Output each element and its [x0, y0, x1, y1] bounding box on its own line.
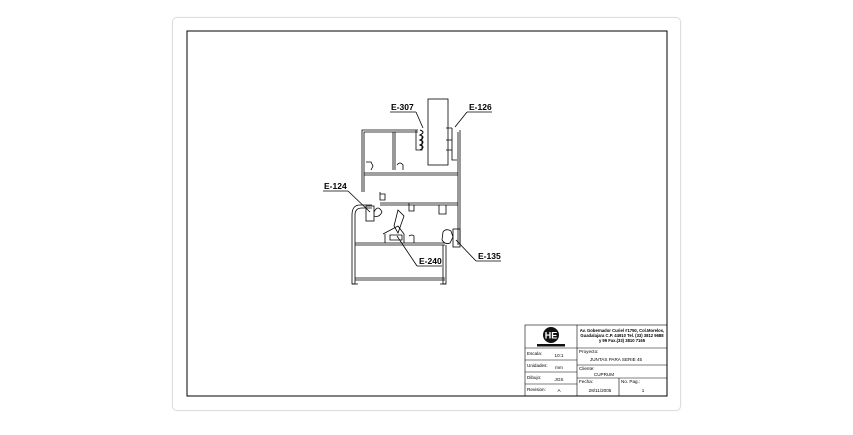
- address-line-2: Guadalajara C.P. 44910 Tel. (33) 3812 96…: [580, 333, 664, 338]
- unidades-value: mm: [555, 365, 563, 370]
- callout-label: E-124: [324, 181, 347, 191]
- cliente-value: CUPRUM: [594, 372, 614, 377]
- fecha-label: Fecha:: [579, 379, 593, 384]
- dibujo-value: JGS: [555, 377, 564, 382]
- escala-label: Escala:: [527, 351, 542, 356]
- unidades-label: Unidades:: [527, 363, 548, 368]
- callout-e135: E-135: [455, 239, 501, 262]
- callout-e240: E-240: [396, 235, 442, 267]
- window-profile-section: [351, 98, 461, 285]
- callout-label: E-307: [391, 102, 414, 112]
- callout-label: E-126: [469, 102, 492, 112]
- nopag-label: No. Pag.:: [621, 379, 640, 384]
- callout-e124: E-124: [323, 181, 371, 213]
- gasket-seat-left: [365, 205, 375, 222]
- fecha-value: 28/11/2005: [589, 388, 612, 393]
- proyecto-label: Proyecto:: [579, 349, 598, 354]
- gasket-seat-right: [452, 228, 461, 248]
- callout-e307: E-307: [390, 102, 424, 129]
- company-logo: HE: [537, 327, 565, 347]
- callout-label: E-135: [478, 251, 501, 261]
- address-line-3: y 99 Fax.(33) 3810 7165: [599, 338, 646, 343]
- revision-label: Revision:: [527, 387, 546, 392]
- proyecto-value: JUNTAS PARA SERIE 45: [590, 357, 643, 362]
- revision-value: A: [557, 388, 561, 393]
- escala-value: 10:1: [555, 353, 564, 358]
- address-line-1: Av. Gobernador Curiel #1750, Col.Morelos…: [580, 328, 664, 333]
- dibujo-label: Dibujo:: [527, 375, 541, 380]
- nopag-value: 1: [642, 388, 645, 393]
- callout-e126: E-126: [454, 102, 492, 128]
- drawing-sheet: [172, 17, 681, 411]
- glass-pane: [427, 98, 449, 166]
- sheet-border: [186, 30, 668, 397]
- cliente-label: Cliente:: [579, 366, 595, 371]
- title-block: [524, 324, 668, 397]
- callout-label: E-240: [419, 256, 442, 266]
- svg-text:HE: HE: [545, 331, 558, 341]
